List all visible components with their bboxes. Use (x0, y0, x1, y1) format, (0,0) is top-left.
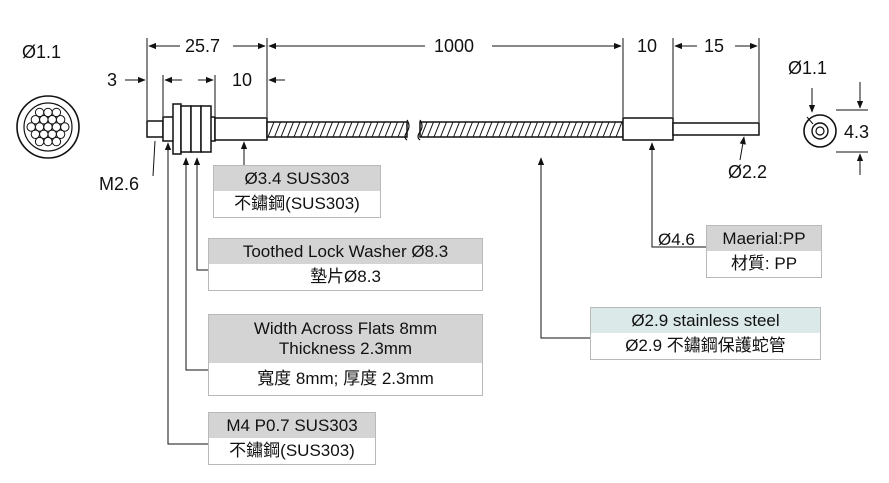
fiber-strand (51, 136, 62, 147)
cross-section-right-diameter: Ø1.1 (788, 58, 827, 78)
hose-winding (433, 121, 441, 138)
hose-winding (524, 121, 532, 138)
hose-winding (511, 121, 519, 138)
callout-sleeve-header: Ø3.4 SUS303 (214, 166, 380, 191)
hose-winding (280, 121, 288, 138)
callout-end-cap-body: 材質: PP (707, 251, 821, 277)
callout-nut-header-line2: Thickness 2.3mm (278, 339, 413, 358)
hose-winding (544, 121, 551, 138)
end-cap-diameter-label: Ø4.6 (658, 230, 695, 249)
callout-end-cap: Maerial:PP 材質: PP (706, 225, 822, 278)
hose-winding (531, 121, 538, 138)
dim-tube-length: 15 (704, 36, 724, 56)
fiber-bundle-cross-section (16, 95, 80, 159)
fiber-strand (34, 136, 45, 147)
fiber-strand (60, 122, 70, 132)
hose-winding (550, 121, 558, 138)
hose-winding (583, 121, 590, 138)
hose-winding (358, 121, 366, 138)
hose-winding (332, 121, 340, 138)
hose-winding (570, 121, 577, 138)
tube-end-cross-section (803, 82, 868, 175)
hose-winding (459, 121, 467, 138)
hose-winding (492, 121, 499, 138)
dim-end-cap-length: 10 (637, 36, 657, 56)
callout-hose-body: Ø2.9 不鏽鋼保護蛇管 (591, 333, 820, 359)
hose-winding (371, 121, 379, 138)
callout-nut-header: Width Across Flats 8mm Thickness 2.3mm (209, 315, 482, 363)
hose-winding (345, 121, 353, 138)
hose-winding (397, 121, 405, 138)
dim-tip-length: 3 (107, 70, 117, 90)
callout-thread-body: 不鏽鋼(SUS303) (209, 438, 375, 464)
hose-winding (274, 121, 281, 138)
hose-winding (365, 121, 372, 138)
dim-sleeve-length: 10 (232, 70, 252, 90)
hose-winding (596, 121, 603, 138)
callout-hose-header: Ø2.9 stainless steel (591, 308, 820, 333)
thread-size-label: M2.6 (99, 174, 139, 194)
callout-leaders (164, 142, 706, 445)
callout-sleeve-body: 不鏽鋼(SUS303) (214, 191, 380, 217)
hose-winding (427, 121, 434, 138)
hose-winding (557, 121, 564, 138)
hose-winding (391, 121, 398, 138)
hose-winding (378, 121, 385, 138)
callout-washer-body: 墊片Ø8.3 (209, 264, 482, 290)
hose-winding (472, 121, 480, 138)
callout-nut: Width Across Flats 8mm Thickness 2.3mm 寬… (208, 314, 483, 396)
hose-winding (326, 121, 333, 138)
cable-side-view (146, 103, 760, 155)
hose-winding (563, 121, 571, 138)
hose-winding (287, 121, 294, 138)
fiber-strand (55, 129, 66, 140)
hose-winding (300, 121, 307, 138)
callout-nut-header-line1: Width Across Flats 8mm (253, 319, 438, 338)
hose-winding (339, 121, 346, 138)
callout-nut-body: 寬度 8mm; 厚度 2.3mm (209, 363, 482, 395)
callout-washer-header: Toothed Lock Washer Ø8.3 (209, 239, 482, 264)
hose-winding (352, 121, 359, 138)
hose-winding (576, 121, 584, 138)
hose-winding (537, 121, 545, 138)
hose-winding (306, 121, 314, 138)
hose-winding (267, 121, 275, 138)
fiber-strand (51, 107, 62, 118)
callout-sleeve: Ø3.4 SUS303 不鏽鋼(SUS303) (213, 165, 381, 218)
callout-washer: Toothed Lock Washer Ø8.3 墊片Ø8.3 (208, 238, 483, 291)
hose-winding (609, 121, 616, 138)
callout-end-cap-header: Maerial:PP (707, 226, 821, 251)
dimension-lines (125, 38, 760, 177)
hose-winding (453, 121, 460, 138)
hose-winding (518, 121, 525, 138)
hose-winding (505, 121, 512, 138)
hose-winding (485, 121, 493, 138)
hose-winding (479, 121, 486, 138)
dim-head-length: 25.7 (185, 36, 220, 56)
hose-winding (615, 121, 623, 138)
hose-winding (313, 121, 320, 138)
hose-winding (293, 121, 301, 138)
hose-winding (440, 121, 447, 138)
hose-winding (498, 121, 506, 138)
hose-winding (602, 121, 610, 138)
cross-section-left-diameter: Ø1.1 (22, 42, 61, 62)
dim-hose-length: 1000 (434, 36, 474, 56)
hose-winding (420, 121, 428, 138)
callout-thread-header: M4 P0.7 SUS303 (209, 413, 375, 438)
hose-winding (466, 121, 473, 138)
hose-winding (446, 121, 454, 138)
hose-winding (589, 121, 597, 138)
tube-end-height: 4.3 (844, 122, 869, 142)
hose-winding (384, 121, 392, 138)
fiber-strand (43, 136, 53, 147)
tube-diameter-label: Ø2.2 (728, 162, 767, 182)
callout-thread: M4 P0.7 SUS303 不鏽鋼(SUS303) (208, 412, 376, 465)
callout-hose: Ø2.9 stainless steel Ø2.9 不鏽鋼保護蛇管 (590, 307, 821, 360)
hose-winding (319, 121, 327, 138)
fiber-strand (55, 115, 66, 125)
